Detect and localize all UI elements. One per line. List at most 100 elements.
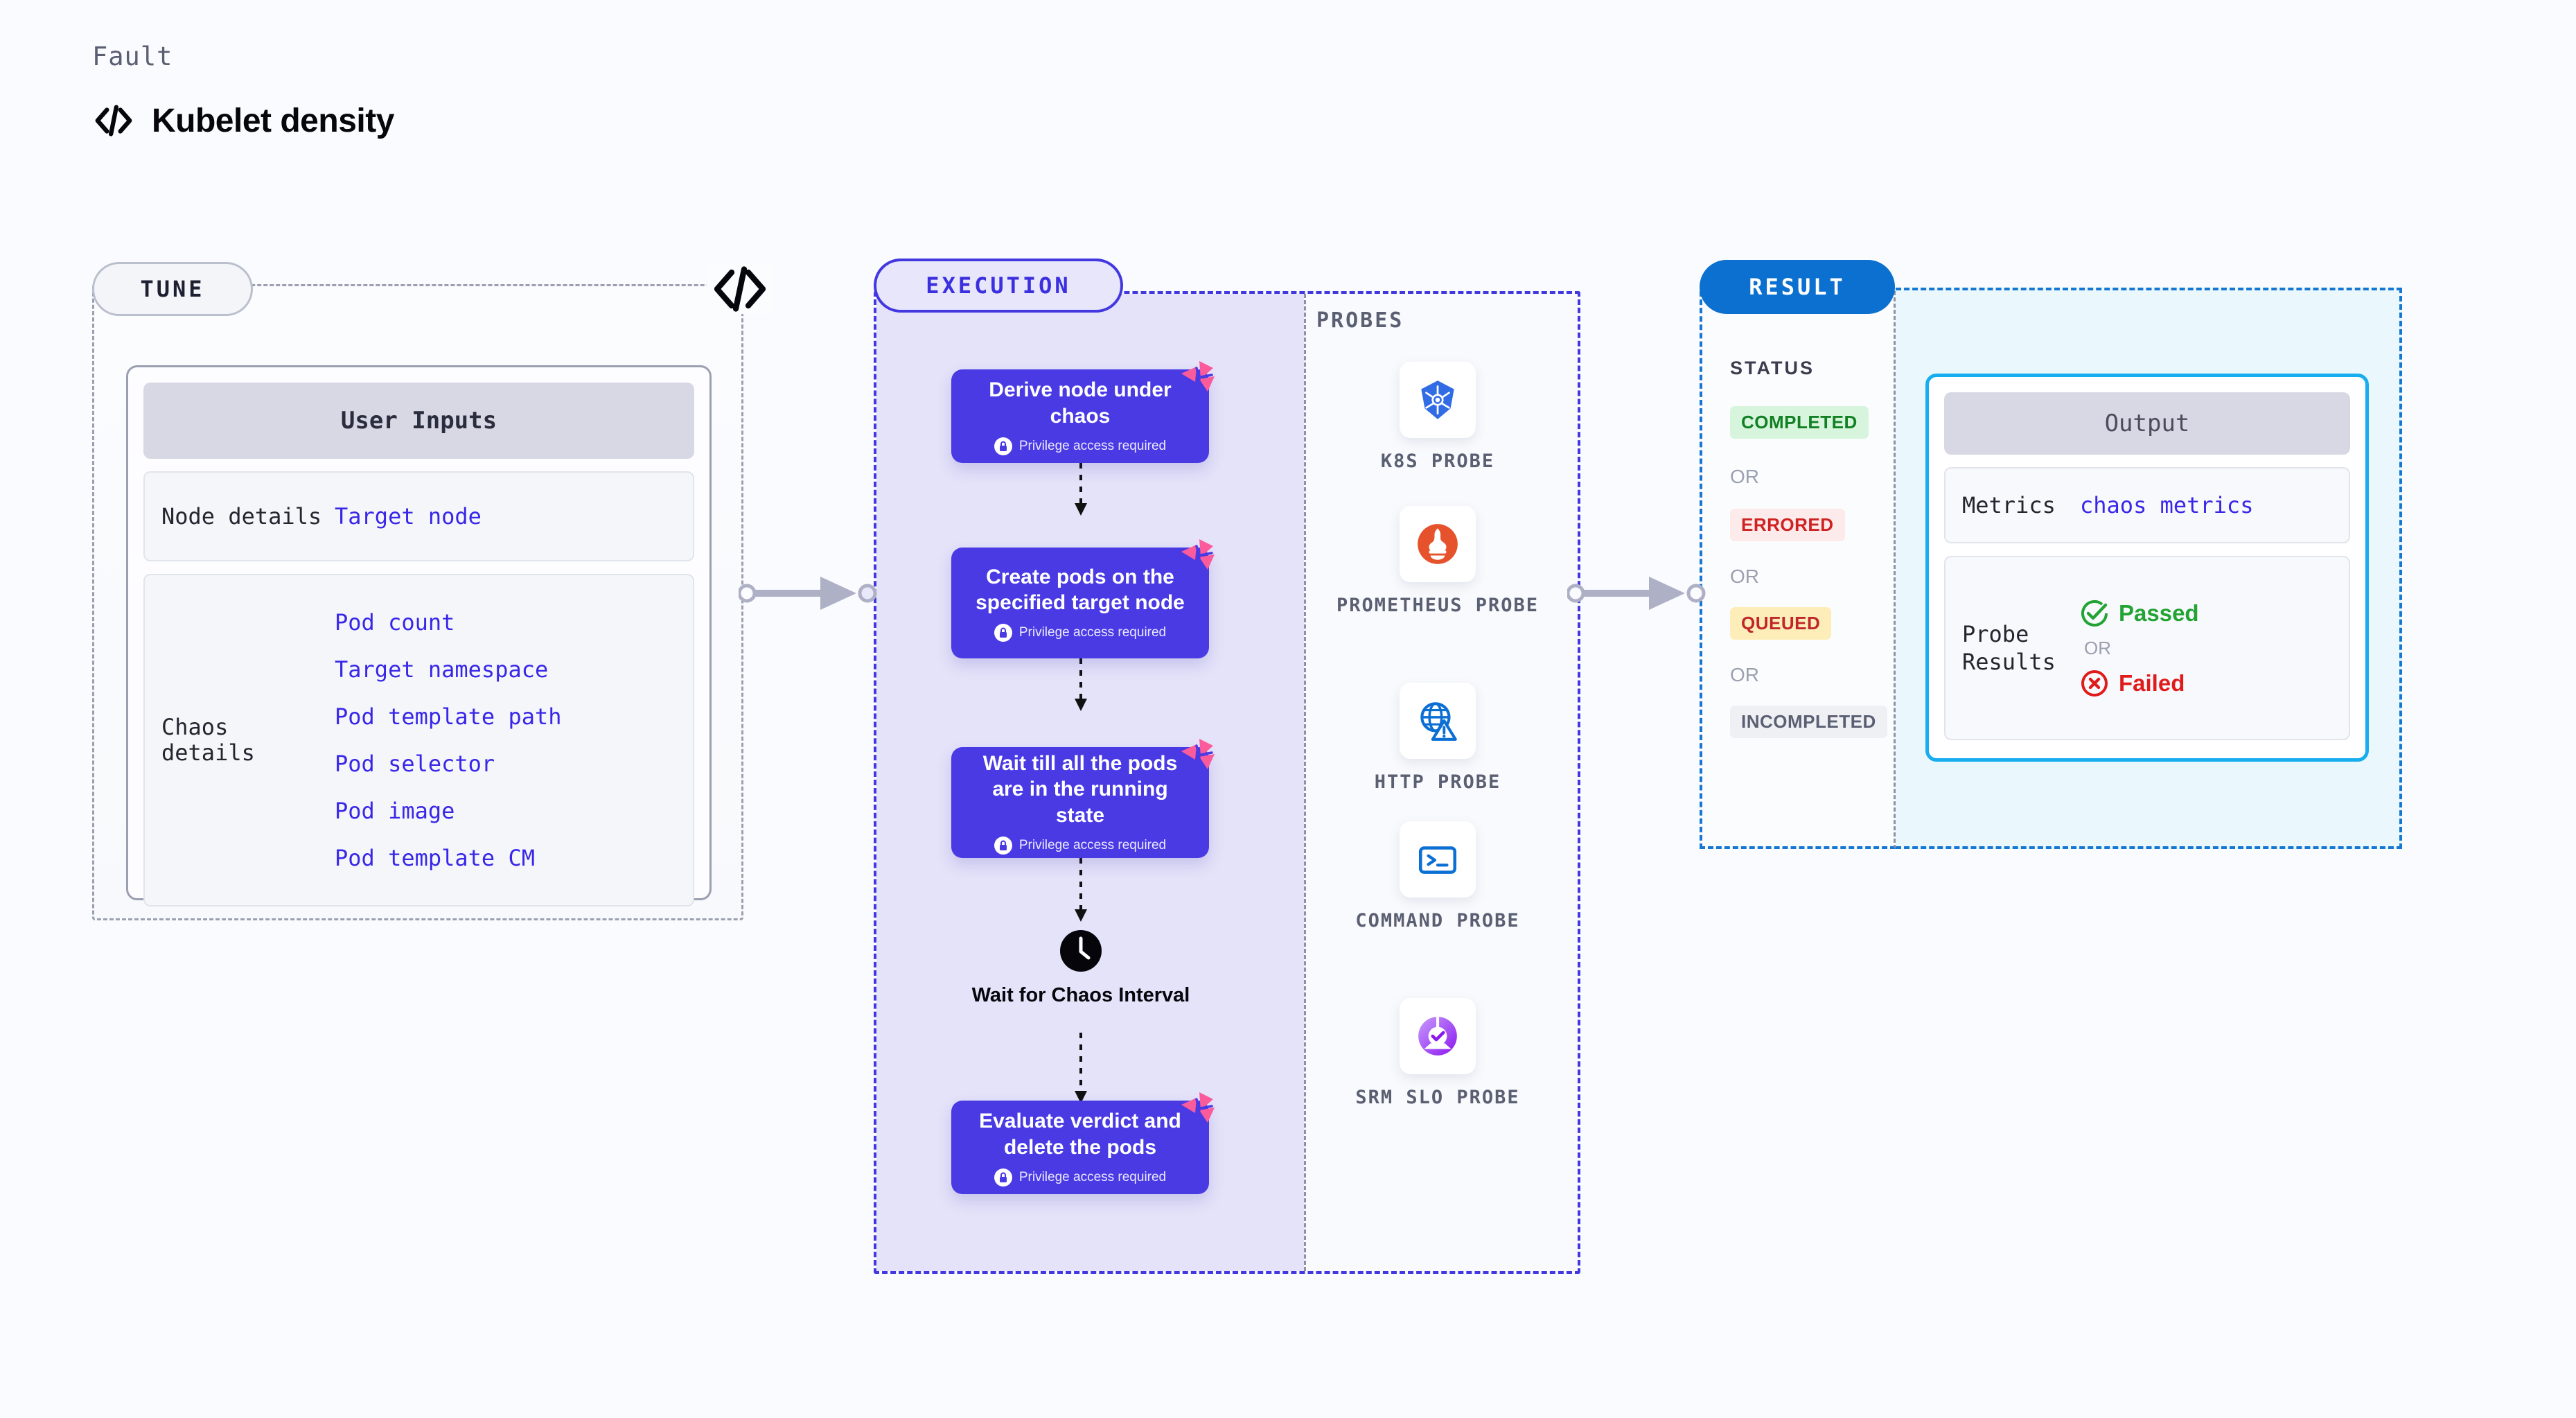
status-badge-queued: QUEUED: [1730, 607, 1832, 640]
group-values: Pod count Target namespace Pod template …: [335, 609, 562, 871]
lock-icon: [994, 836, 1012, 855]
privilege-text: Privilege access required: [1018, 625, 1167, 640]
privilege-text: Privilege access required: [1018, 438, 1167, 453]
chaos-ribbon-icon: [1181, 739, 1215, 769]
result-status-region: [1700, 291, 1896, 849]
probe-http[interactable]: HTTP PROBE: [1334, 683, 1542, 794]
code-icon: [95, 105, 132, 137]
group-label: Node details: [161, 502, 322, 529]
status-or-1: OR: [1730, 466, 1759, 487]
step-title: Derive node under chaos: [989, 378, 1172, 428]
status-badge-errored: ERRORED: [1730, 509, 1845, 541]
verdict-list: Passed OR Failed: [2080, 599, 2199, 698]
probe-srm-slo[interactable]: SRM SLO PROBE: [1334, 998, 1542, 1110]
user-inputs-card: User Inputs Node details Target node Cha…: [126, 365, 712, 907]
srm-slo-icon: [1418, 1017, 1457, 1056]
output-title: Output: [1944, 392, 2350, 455]
execution-step-card[interactable]: Wait till all the pods are in the runnin…: [951, 739, 1215, 858]
input-pod-image[interactable]: Pod image: [335, 798, 455, 824]
probe-command[interactable]: COMMAND PROBE: [1334, 821, 1542, 933]
connector-step3-wait: [1075, 858, 1087, 922]
execution-step-card[interactable]: Derive node under chaos Privilege access…: [951, 361, 1215, 463]
verdict-passed-label: Passed: [2119, 599, 2199, 626]
connector-step2-step3: [1075, 658, 1087, 711]
input-group-node-details: Node details Target node: [143, 471, 694, 561]
lock-icon: [994, 1168, 1012, 1187]
privilege-note: Privilege access required: [994, 437, 1166, 455]
metrics-value[interactable]: chaos metrics: [2080, 492, 2254, 518]
verdict-failed-label: Failed: [2119, 669, 2185, 696]
status-or-2: OR: [1730, 566, 1759, 587]
step-title: Create pods on the specified target node: [976, 565, 1185, 614]
step-title: Evaluate verdict and delete the pods: [979, 1110, 1181, 1159]
connector-wait-step4: [1075, 1033, 1087, 1103]
output-metrics-row: Metrics chaos metrics: [1944, 467, 2350, 543]
group-values: Target node: [335, 503, 482, 529]
probe-prometheus[interactable]: PROMETHEUS PROBE: [1334, 506, 1542, 618]
terminal-icon: [1418, 846, 1457, 874]
privilege-note: Privilege access required: [994, 624, 1166, 642]
verdict-passed: Passed: [2080, 599, 2199, 628]
globe-warning-icon: [1420, 702, 1457, 741]
probe-icon-box: [1400, 362, 1476, 438]
verdict-or: OR: [2084, 637, 2111, 658]
probe-label: PROMETHEUS PROBE: [1336, 595, 1540, 616]
privilege-note: Privilege access required: [994, 1168, 1166, 1187]
probe-k8s[interactable]: K8S PROBE: [1334, 362, 1542, 473]
status-badge-completed: COMPLETED: [1730, 406, 1869, 439]
user-inputs-title: User Inputs: [143, 383, 694, 459]
probe-label: HTTP PROBE: [1374, 771, 1501, 793]
kubernetes-icon: [1421, 380, 1454, 419]
privilege-note: Privilege access required: [994, 836, 1167, 855]
check-circle-icon: [2081, 599, 2108, 627]
lock-icon: [994, 624, 1012, 642]
connector-step1-step2: [1075, 463, 1087, 516]
stage-pill-result[interactable]: RESULT: [1700, 260, 1895, 314]
input-pod-template-cm[interactable]: Pod template CM: [335, 845, 535, 871]
verdict-failed: Failed: [2080, 669, 2199, 698]
probe-results-label: Probe Results: [1962, 621, 2056, 675]
input-target-node[interactable]: Target node: [335, 503, 482, 529]
input-pod-template-path[interactable]: Pod template path: [335, 703, 562, 730]
x-circle-icon: [2081, 669, 2108, 697]
input-target-namespace[interactable]: Target namespace: [335, 656, 549, 683]
privilege-text: Privilege access required: [1018, 837, 1167, 852]
probes-section-label: PROBES: [1316, 308, 1404, 333]
input-pod-count[interactable]: Pod count: [335, 609, 455, 636]
probe-label: COMMAND PROBE: [1355, 910, 1520, 931]
page-header: Fault Kubelet density: [92, 42, 394, 142]
input-pod-selector[interactable]: Pod selector: [335, 751, 495, 777]
code-icon: [707, 264, 773, 314]
probes-column: [1304, 294, 1578, 1271]
flow-arrow-execution-to-result: [1567, 577, 1706, 610]
stage-pill-execution[interactable]: EXECUTION: [874, 259, 1123, 313]
prometheus-icon: [1418, 524, 1458, 564]
clock-icon: [1060, 930, 1102, 972]
page-title: Kubelet density: [152, 102, 394, 139]
execution-step-card[interactable]: Create pods on the specified target node…: [951, 539, 1215, 658]
probe-icon-box: [1400, 998, 1476, 1074]
probe-icon-box: [1400, 506, 1476, 582]
chaos-ribbon-icon: [1181, 1092, 1215, 1123]
privilege-text: Privilege access required: [1018, 1169, 1167, 1184]
status-or-3: OR: [1730, 664, 1759, 685]
probe-icon-box: [1400, 683, 1476, 759]
probe-icon-box: [1400, 821, 1476, 898]
status-badge-incompleted: INCOMPLETED: [1730, 706, 1887, 738]
chaos-ribbon-icon: [1181, 539, 1215, 570]
lock-icon: [994, 437, 1012, 455]
stage-pill-tune[interactable]: TUNE: [92, 262, 253, 316]
wait-node-label: Wait for Chaos Interval: [971, 984, 1190, 1006]
title-row: Kubelet density: [92, 99, 394, 142]
status-section-label: STATUS: [1730, 358, 1815, 378]
chaos-ribbon-icon: [1181, 361, 1215, 392]
step-title: Wait till all the pods are in the runnin…: [982, 752, 1178, 827]
group-label: Chaos details: [161, 714, 255, 766]
execution-step-card[interactable]: Evaluate verdict and delete the pods Pri…: [951, 1092, 1215, 1194]
metrics-label: Metrics: [1962, 492, 2056, 518]
eyebrow-label: Fault: [92, 42, 173, 71]
output-card: Output Metrics chaos metrics Probe Resul…: [1925, 374, 2369, 762]
input-group-chaos-details: Chaos details Pod count Target namespace…: [143, 574, 694, 907]
probe-label: SRM SLO PROBE: [1355, 1087, 1520, 1108]
probe-label: K8S PROBE: [1380, 450, 1495, 472]
